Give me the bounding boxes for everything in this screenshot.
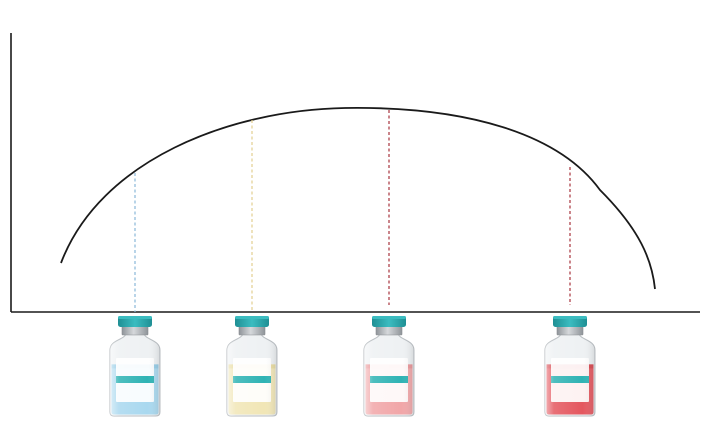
vial-crimp: [556, 325, 584, 336]
vial-cap-top: [372, 316, 406, 319]
vial-sheen: [227, 334, 277, 416]
vial-sheen: [545, 334, 595, 416]
vial-red: [544, 316, 596, 417]
vial-cap-top: [553, 316, 587, 319]
vial-sheen: [364, 334, 414, 416]
vial-cap-top: [118, 316, 152, 319]
vial-cap-top: [235, 316, 269, 319]
absorbance-curve: [60, 107, 656, 290]
vial-sheen: [110, 334, 160, 416]
vial-pink: [363, 316, 415, 417]
vial-crimp: [238, 325, 266, 336]
vial-light-blue: [109, 316, 161, 417]
vial-pale-yellow: [226, 316, 278, 417]
vial-crimp: [375, 325, 403, 336]
vial-crimp: [121, 325, 149, 336]
